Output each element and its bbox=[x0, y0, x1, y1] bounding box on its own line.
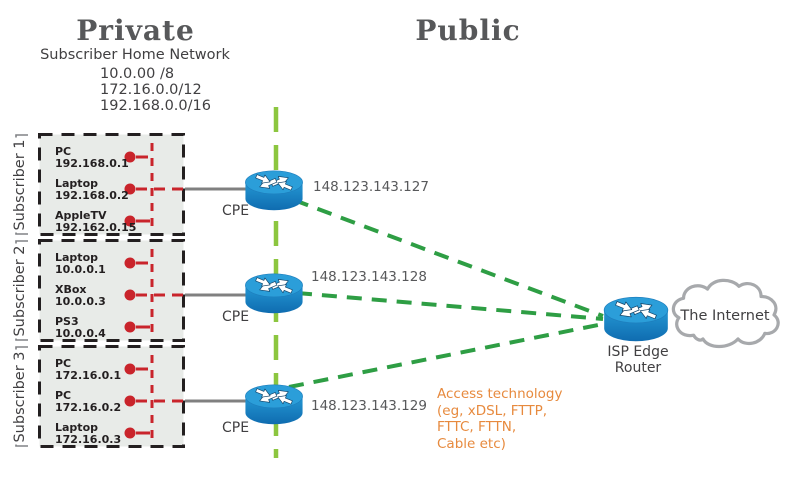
isp-label-line: Router bbox=[614, 360, 662, 376]
access-technology-note: Access technology (eg, xDSL, FTTP, FTTC,… bbox=[437, 386, 562, 452]
isp-edge-router-label: ISP Edge Router bbox=[586, 344, 690, 376]
cpe3-label: CPE bbox=[222, 420, 250, 436]
device-entry: PC 192.168.0.1 bbox=[55, 146, 129, 169]
device-name: XBox bbox=[55, 283, 87, 296]
device-ip: 10.0.0.4 bbox=[55, 326, 106, 340]
red-dot-icon bbox=[124, 151, 136, 163]
isp-edge-router-icon bbox=[598, 292, 674, 342]
home-box-border bbox=[38, 133, 185, 236]
red-dot-icon bbox=[124, 395, 136, 407]
device-ip: 192.162.0.15 bbox=[55, 220, 137, 234]
annotation-line: FTTC, FTTN, bbox=[437, 419, 517, 435]
cpe1-label: CPE bbox=[222, 203, 250, 219]
home-box-border bbox=[38, 345, 185, 448]
subscriber-1-bracket: Subscriber 1 bbox=[3, 133, 37, 236]
access-link-cpe1 bbox=[293, 198, 604, 318]
subscriber-2-home-box: Laptop 10.0.0.1 XBox 10.0.0.3 PS3 10.0.0… bbox=[38, 239, 185, 342]
subscriber-1-label: Subscriber 1 bbox=[12, 136, 28, 233]
cpe3-wan-ip: 148.123.143.129 bbox=[311, 398, 427, 414]
device-ip: 172.16.0.2 bbox=[55, 400, 122, 414]
access-link-cpe3 bbox=[288, 322, 604, 389]
device-ip: 10.0.0.1 bbox=[55, 262, 106, 276]
annotation-line: (eg, xDSL, FTTP, bbox=[437, 402, 547, 419]
annotation-line: Access technology bbox=[437, 386, 563, 402]
device-ip: 172.16.0.1 bbox=[55, 368, 122, 382]
private-subnet-list: 10.0.00 /8 172.16.0.0/12 192.168.0.0/16 bbox=[100, 66, 211, 114]
subscriber-2-bracket: Subscriber 2 bbox=[3, 239, 37, 342]
private-zone-title: Private bbox=[76, 14, 195, 47]
subnet-item: 192.168.0.0/16 bbox=[100, 98, 211, 114]
red-dot-icon bbox=[124, 183, 136, 195]
cpe1-wan-ip: 148.123.143.127 bbox=[313, 179, 429, 195]
device-entry: Laptop 10.0.0.1 bbox=[55, 252, 106, 275]
device-entry: XBox 10.0.0.3 bbox=[55, 284, 106, 307]
subscriber-1-home-box: PC 192.168.0.1 Laptop 192.168.0.2 AppleT… bbox=[38, 133, 185, 236]
cpe1-router-icon bbox=[240, 166, 308, 211]
red-dot-icon bbox=[124, 289, 136, 301]
cpe2-label: CPE bbox=[222, 309, 250, 325]
public-zone-title: Public bbox=[415, 14, 521, 47]
device-name: Laptop bbox=[55, 251, 98, 264]
annotation-line: Cable etc) bbox=[437, 435, 506, 452]
red-dot-icon bbox=[124, 363, 136, 375]
device-entry: Laptop 192.168.0.2 bbox=[55, 178, 129, 201]
cpe2-router-icon bbox=[240, 269, 308, 314]
access-link-cpe2 bbox=[296, 291, 604, 321]
device-name: AppleTV bbox=[55, 209, 107, 222]
device-name: PC bbox=[55, 357, 72, 370]
subnet-item: 172.16.0.0/12 bbox=[100, 82, 202, 98]
device-entry: PC 172.16.0.1 bbox=[55, 358, 121, 381]
subnet-item: 10.0.00 /8 bbox=[100, 66, 175, 82]
cpe2-wan-ip: 148.123.143.128 bbox=[311, 269, 427, 285]
device-name: PC bbox=[55, 145, 72, 158]
red-dot-icon bbox=[124, 427, 136, 439]
cpe3-router-icon bbox=[240, 380, 308, 425]
red-dot-icon bbox=[124, 257, 136, 269]
device-entry: PS3 10.0.0.4 bbox=[55, 316, 106, 339]
device-ip: 10.0.0.3 bbox=[55, 294, 106, 308]
home-box-border bbox=[38, 239, 185, 342]
device-entry: Laptop 172.16.0.3 bbox=[55, 422, 121, 445]
subscriber-3-home-box: PC 172.16.0.1 PC 172.16.0.2 Laptop 172.1… bbox=[38, 345, 185, 448]
device-name: Laptop bbox=[55, 421, 98, 434]
subscriber-3-label: Subscriber 3 bbox=[12, 348, 28, 445]
device-entry: PC 172.16.0.2 bbox=[55, 390, 121, 413]
subscriber-3-bracket: Subscriber 3 bbox=[3, 345, 37, 448]
red-dot-icon bbox=[124, 321, 136, 333]
red-dot-icon bbox=[124, 215, 136, 227]
device-name: PS3 bbox=[55, 315, 79, 328]
device-name: PC bbox=[55, 389, 72, 402]
home-network-heading: Subscriber Home Network bbox=[40, 47, 230, 63]
device-ip: 192.168.0.1 bbox=[55, 156, 129, 170]
device-ip: 192.168.0.2 bbox=[55, 188, 129, 202]
isp-label-line: ISP Edge bbox=[607, 344, 669, 360]
internet-cloud-icon bbox=[671, 278, 780, 349]
device-entry: AppleTV 192.162.0.15 bbox=[55, 210, 136, 233]
device-name: Laptop bbox=[55, 177, 98, 190]
subscriber-2-label: Subscriber 2 bbox=[12, 242, 28, 339]
device-ip: 172.16.0.3 bbox=[55, 432, 122, 446]
internet-cloud-label: The Internet bbox=[680, 308, 770, 324]
